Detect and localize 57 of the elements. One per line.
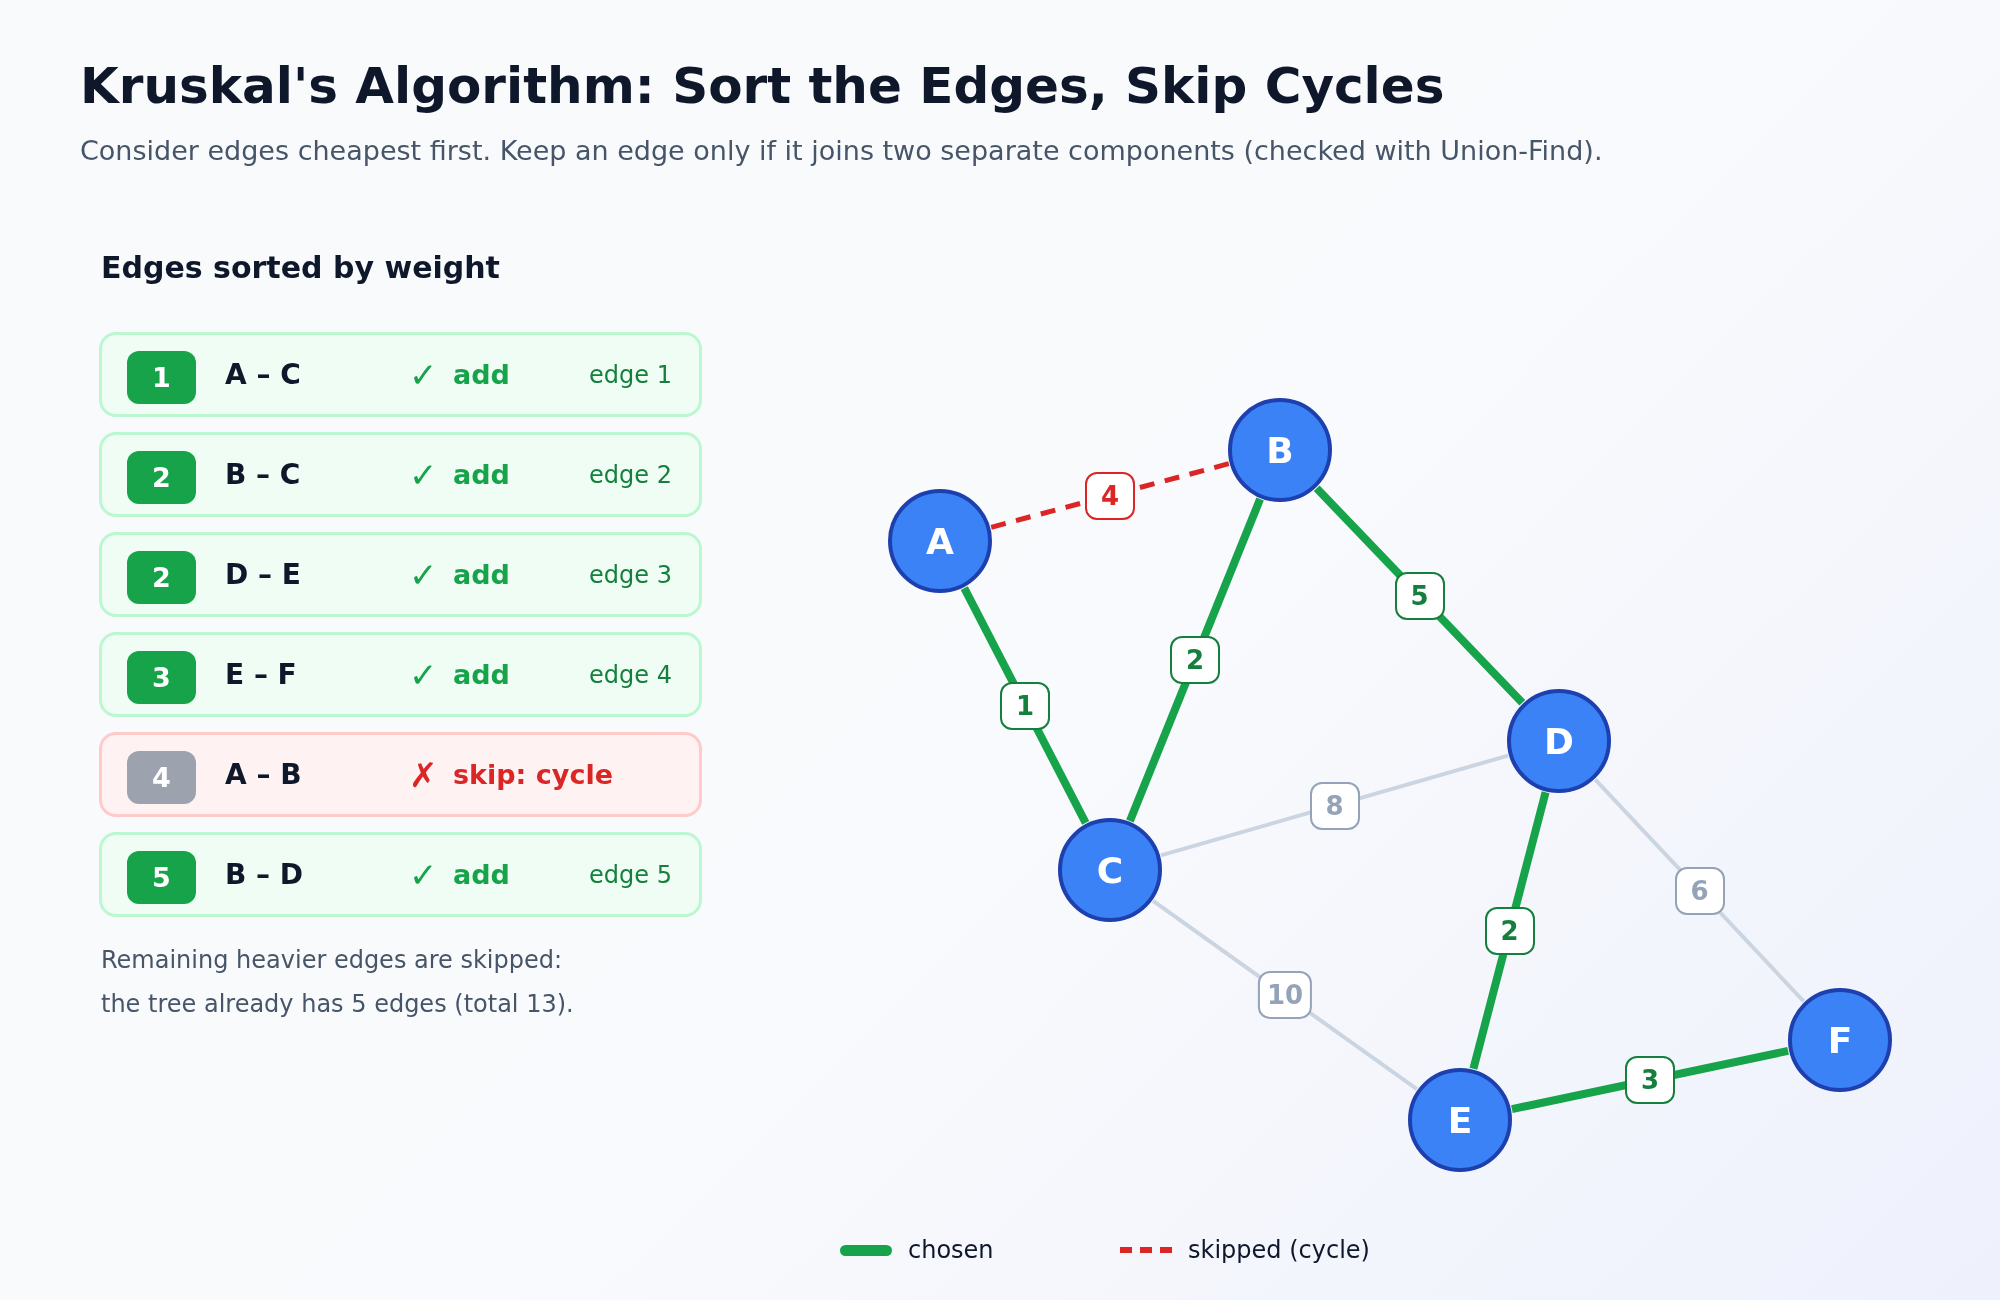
edge-weight-label: 4: [1085, 471, 1135, 520]
cross-mark-icon: ✗: [409, 754, 438, 795]
edge-weight-label: 2: [1170, 636, 1220, 684]
edge-row-card: [99, 532, 702, 617]
edge-number-label: edge 4: [589, 660, 672, 689]
status-label: add: [453, 658, 510, 691]
status-label: add: [453, 558, 510, 591]
edge-row-card: [99, 832, 702, 917]
edge-row-card: [99, 632, 702, 717]
check-mark-icon: ✓: [409, 354, 438, 395]
edge-pair-label: A – C: [225, 357, 301, 392]
graph-node-circle: F: [1788, 988, 1892, 1092]
edge-pair-label: E – F: [225, 657, 297, 692]
edge-row-card: [99, 332, 702, 417]
graph-node-circle: A: [888, 489, 992, 593]
check-mark-icon: ✓: [409, 854, 438, 895]
edge-number-label: edge 1: [589, 360, 672, 389]
status-label: add: [453, 458, 510, 491]
rank-badge: 2: [127, 551, 196, 604]
edge-pair-label: B – D: [225, 857, 304, 892]
edge-pair-label: B – C: [225, 457, 301, 492]
check-mark-icon: ✓: [409, 654, 438, 695]
edge-row-card: [99, 432, 702, 517]
rank-badge: 2: [127, 451, 196, 504]
edge-number-label: edge 2: [589, 460, 672, 489]
edge-weight-label: 5: [1394, 571, 1445, 620]
edge-pair-label: D – E: [225, 557, 301, 592]
subtitle: Consider edges cheapest first. Keep an edge only if it joins two separate components (checked with Union-Find).: [80, 135, 1603, 168]
graph-node-circle: C: [1058, 818, 1162, 922]
edge-weight-label: 2: [1484, 906, 1535, 955]
edge-weight-label: 10: [1257, 971, 1313, 1019]
legend-label: skipped (cycle): [1188, 1235, 1370, 1265]
edge-pair-label: A – B: [225, 757, 302, 792]
page-title: Kruskal's Algorithm: Sort the Edges, Skip Cycles: [80, 56, 1445, 116]
graph-node-circle: B: [1228, 398, 1332, 502]
graph-node-circle: E: [1408, 1068, 1512, 1172]
rank-badge: 1: [127, 351, 196, 404]
edge-weight-label: 6: [1674, 866, 1725, 915]
edge-row-card: [99, 732, 702, 817]
check-mark-icon: ✓: [409, 454, 438, 495]
edge-line: [1126, 497, 1264, 823]
graph-node-circle: D: [1507, 689, 1611, 793]
rank-badge: 3: [127, 651, 196, 704]
edge-number-label: edge 3: [589, 560, 672, 589]
status-label: skip: cycle: [453, 758, 613, 791]
rank-badge: 5: [127, 851, 196, 904]
legend-label: chosen: [908, 1235, 994, 1265]
status-label: add: [453, 858, 510, 891]
check-mark-icon: ✓: [409, 554, 438, 595]
edge-number-label: edge 5: [589, 860, 672, 889]
edge-weight-label: 1: [1000, 681, 1050, 730]
note-text: Remaining heavier edges are skipped: the tree already has 5 edges (total 13).: [101, 945, 575, 1020]
section-heading: Edges sorted by weight: [101, 250, 500, 286]
edge-weight-label: 8: [1309, 781, 1360, 830]
status-label: add: [453, 358, 510, 391]
rank-badge: 4: [127, 751, 196, 804]
edge-weight-label: 3: [1625, 1056, 1675, 1104]
